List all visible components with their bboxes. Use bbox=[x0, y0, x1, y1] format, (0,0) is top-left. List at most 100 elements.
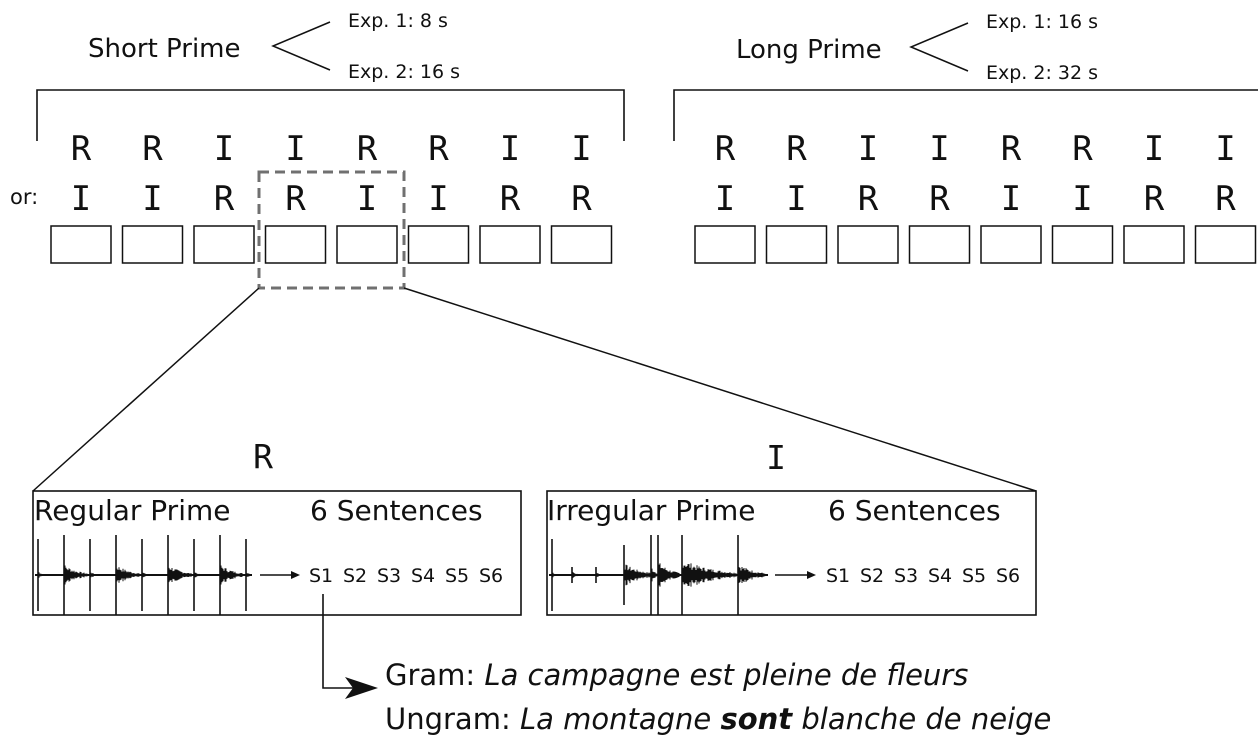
short-prime-exp2: Exp. 2: 16 s bbox=[348, 61, 460, 83]
regular-waveform-burst bbox=[37, 571, 44, 579]
long-prime-trial-box bbox=[694, 225, 756, 264]
short-prime-order-b-3: R bbox=[214, 179, 235, 219]
short-prime-order-b-2: I bbox=[142, 179, 162, 219]
irregular-sentence-2: S2 bbox=[860, 565, 884, 587]
highlight-box bbox=[257, 170, 406, 290]
irregular-waveform-burst bbox=[681, 562, 737, 588]
long-prime-order-a-5: R bbox=[1001, 129, 1022, 169]
short-prime-order-a-8: I bbox=[571, 129, 591, 169]
long-prime-bracket bbox=[673, 89, 1258, 141]
regular-sentence-6: S6 bbox=[479, 565, 503, 587]
regular-prime-waveform bbox=[35, 535, 252, 615]
irregular-waveform-burst bbox=[657, 563, 680, 587]
irregular-waveform-burst bbox=[623, 564, 654, 586]
regular-sentences-title: 6 Sentences bbox=[310, 494, 483, 527]
short-prime-order-b-7: R bbox=[500, 179, 521, 219]
long-prime-order-b-3: R bbox=[858, 179, 879, 219]
long-prime-order-a-3: I bbox=[858, 129, 878, 169]
regular-waveform-burst bbox=[219, 565, 244, 585]
short-prime-order-a-7: I bbox=[500, 129, 520, 169]
long-prime-order-a-7: I bbox=[1144, 129, 1164, 169]
long-prime-trial-box bbox=[908, 225, 971, 264]
gram-example: Gram: La campagne est pleine de fleurs bbox=[385, 658, 968, 692]
short-prime-trial-box bbox=[479, 225, 541, 264]
regular-waveform-burst bbox=[167, 567, 192, 583]
long-prime-order-b-5: I bbox=[1001, 179, 1021, 219]
irregular-block-letter: I bbox=[766, 438, 786, 477]
zoom-line-left bbox=[32, 287, 260, 492]
irregular-sentence-6: S6 bbox=[996, 565, 1020, 587]
ungram-sentence-end: blanche de neige bbox=[801, 702, 1051, 736]
long-prime-order-b-7: R bbox=[1144, 179, 1165, 219]
long-prime-label: Long Prime bbox=[736, 35, 882, 65]
short-prime-trial-box bbox=[407, 225, 470, 264]
short-prime-order-a-4: I bbox=[285, 129, 305, 169]
irregular-sentence-1: S1 bbox=[826, 565, 850, 587]
regular-prime-block bbox=[32, 490, 522, 616]
regular-waveform-burst bbox=[63, 565, 88, 585]
irregular-prime-block bbox=[546, 490, 1037, 616]
gram-label: Gram: bbox=[385, 658, 475, 692]
short-prime-order-a-1: R bbox=[71, 129, 92, 169]
short-prime-order-a-3: I bbox=[214, 129, 234, 169]
long-prime-trial-box bbox=[765, 225, 828, 264]
regular-block-letter: R bbox=[253, 437, 273, 476]
long-prime-order-b-2: I bbox=[786, 179, 806, 219]
or-label: or: bbox=[10, 185, 38, 209]
irregular-sentence-4: S4 bbox=[928, 565, 952, 587]
short-prime-order-b-5: I bbox=[357, 179, 377, 219]
short-prime-order-b-4: R bbox=[285, 179, 306, 219]
short-prime-order-a-2: R bbox=[142, 129, 163, 169]
irregular-sentence-5: S5 bbox=[962, 565, 986, 587]
ungram-error-word: sont bbox=[720, 702, 793, 736]
long-prime-trial-box bbox=[1123, 225, 1185, 264]
short-prime-branch bbox=[271, 21, 331, 71]
short-prime-order-a-6: R bbox=[428, 129, 449, 169]
short-prime-trial-box bbox=[121, 225, 184, 264]
short-prime-trial-box bbox=[50, 225, 112, 264]
short-prime-exp1: Exp. 1: 8 s bbox=[348, 10, 448, 32]
short-prime-order-b-6: I bbox=[428, 179, 448, 219]
long-prime-order-a-8: I bbox=[1215, 129, 1235, 169]
short-prime-order-b-8: R bbox=[571, 179, 592, 219]
short-prime-order-b-1: I bbox=[71, 179, 91, 219]
long-prime-order-b-8: R bbox=[1215, 179, 1236, 219]
long-prime-trial-box bbox=[837, 225, 899, 264]
regular-waveform-burst bbox=[115, 566, 140, 584]
long-prime-exp2: Exp. 2: 32 s bbox=[986, 62, 1098, 84]
regular-sentence-1: S1 bbox=[309, 565, 333, 587]
long-prime-trial-box bbox=[1194, 225, 1257, 264]
ungram-example: Ungram: La montagne sont blanche de neig… bbox=[385, 702, 1051, 736]
regular-waveform-burst bbox=[89, 570, 96, 580]
long-prime-order-a-4: I bbox=[929, 129, 949, 169]
short-prime-trial-box bbox=[336, 225, 398, 264]
long-prime-trial-box bbox=[980, 225, 1042, 264]
irregular-waveform-burst bbox=[551, 572, 558, 578]
short-prime-trial-box bbox=[193, 225, 255, 264]
gram-sentence: La campagne est pleine de fleurs bbox=[484, 658, 968, 692]
irregular-waveform-burst bbox=[650, 566, 659, 584]
long-prime-branch bbox=[909, 22, 969, 72]
short-prime-trial-box bbox=[550, 225, 613, 264]
long-prime-exp1: Exp. 1: 16 s bbox=[986, 11, 1098, 33]
long-prime-order-b-4: R bbox=[929, 179, 950, 219]
long-prime-order-a-1: R bbox=[715, 129, 736, 169]
example-arrow-head bbox=[345, 677, 378, 699]
irregular-waveform-burst bbox=[571, 572, 580, 578]
irregular-waveform-burst bbox=[595, 572, 602, 578]
regular-waveform-burst bbox=[141, 570, 148, 580]
short-prime-bracket bbox=[36, 89, 625, 141]
regular-sentence-2: S2 bbox=[343, 565, 367, 587]
irregular-arrow-head bbox=[807, 571, 816, 579]
long-prime-trial-box bbox=[1051, 225, 1114, 264]
irregular-prime-waveform bbox=[549, 535, 768, 615]
irregular-waveform-burst bbox=[737, 567, 766, 583]
zoom-line-right bbox=[403, 287, 1037, 492]
regular-arrow-head bbox=[291, 571, 300, 579]
regular-sentence-5: S5 bbox=[445, 565, 469, 587]
regular-waveform-burst bbox=[193, 572, 200, 578]
short-prime-trial-box bbox=[264, 225, 327, 264]
